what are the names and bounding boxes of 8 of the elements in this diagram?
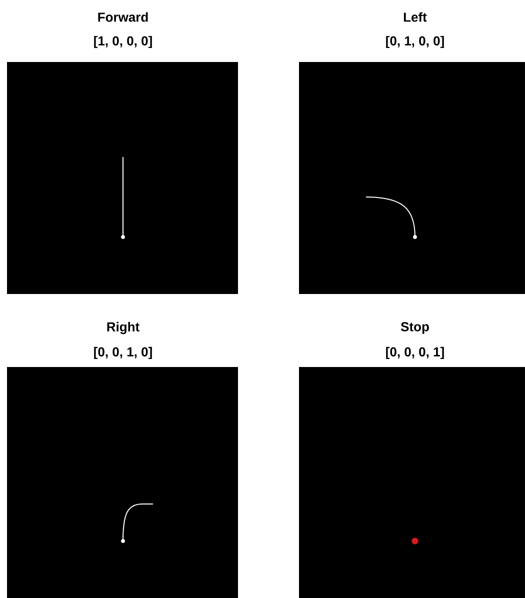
action-vector: [1, 0, 0, 0] — [94, 36, 152, 48]
action-vector: [0, 1, 0, 0] — [386, 36, 444, 48]
action-vector: [0, 0, 0, 1] — [386, 346, 444, 360]
panel-title: Forward — [98, 12, 148, 22]
panel-title: Left — [404, 12, 427, 22]
action-vector: [0, 0, 1, 0] — [94, 346, 152, 360]
panel-title: Right — [107, 322, 140, 334]
panel-title: Stop — [400, 322, 429, 334]
